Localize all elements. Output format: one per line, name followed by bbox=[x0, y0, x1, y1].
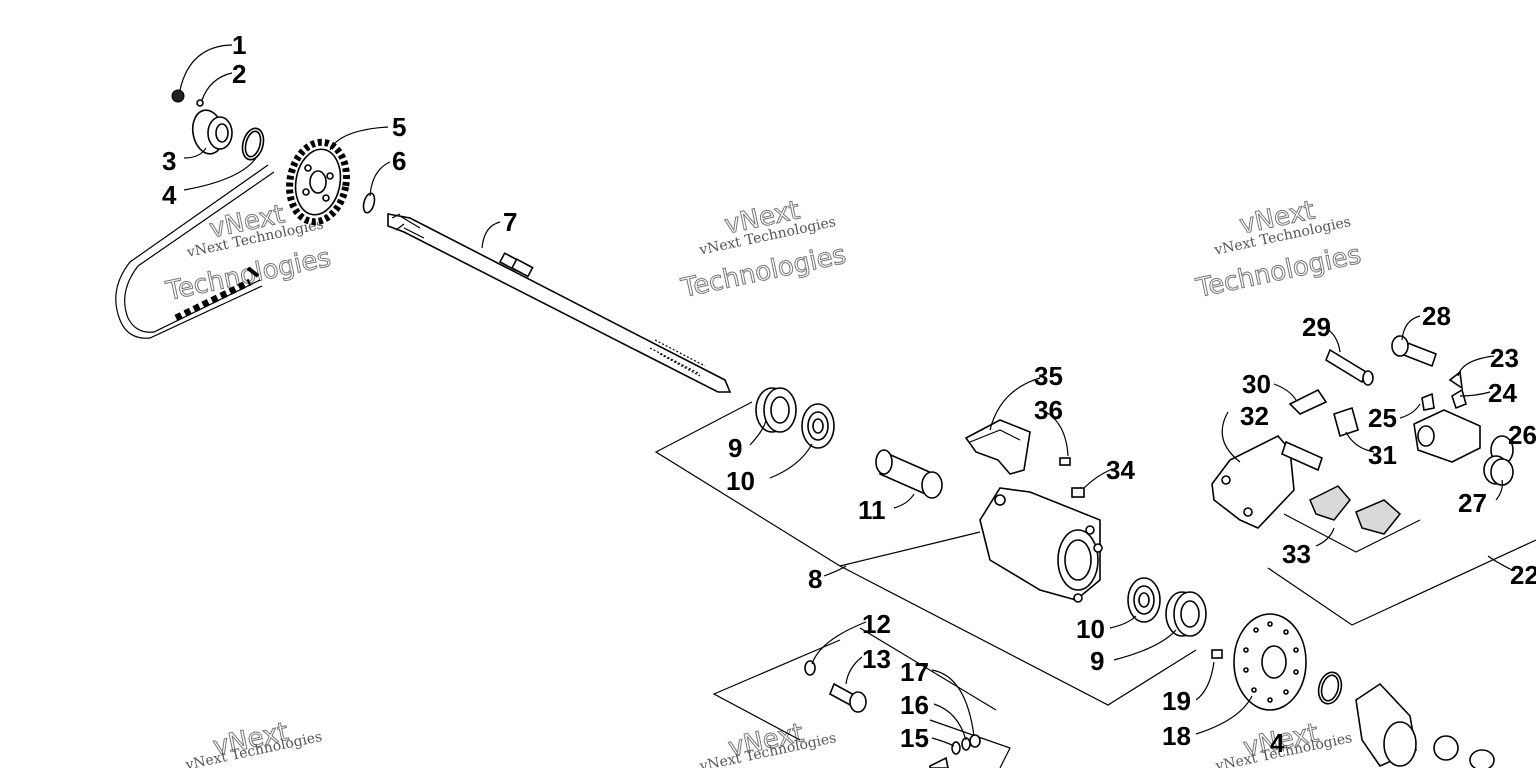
watermark-top-right: vNext vNext Technologies Technologies bbox=[1193, 195, 1365, 305]
part-26-27-piston bbox=[1483, 435, 1514, 486]
callout-34: 34 bbox=[1106, 455, 1135, 485]
part-5-sprocket bbox=[286, 138, 350, 226]
part-36-bolt bbox=[1059, 457, 1071, 466]
callout-24: 24 bbox=[1488, 378, 1517, 408]
part-31-clip bbox=[1333, 406, 1359, 438]
watermark-bottom-left: vNext vNext Technologies bbox=[183, 717, 323, 768]
callout-1: 1 bbox=[232, 30, 246, 60]
part-12-washer bbox=[804, 660, 816, 676]
callout-26: 26 bbox=[1508, 420, 1536, 450]
watermark-bottom-center: vNext vNext Technologies bbox=[697, 718, 837, 768]
callout-4: 4 bbox=[162, 180, 177, 210]
callout-19: 19 bbox=[1162, 686, 1191, 716]
part-10-bearing-lower bbox=[1127, 577, 1161, 623]
callout-29: 29 bbox=[1302, 312, 1331, 342]
callout-31: 31 bbox=[1368, 440, 1397, 470]
part-4-o-ring bbox=[241, 127, 265, 161]
part-6-snap-ring bbox=[362, 192, 376, 214]
callout-12: 12 bbox=[862, 609, 891, 639]
callout-labels: 1 2 3 4 5 6 7 8 9 10 11 10 9 12 13 17 16… bbox=[162, 30, 1536, 758]
callout-22: 22 bbox=[1510, 560, 1536, 590]
part-32-bracket bbox=[1211, 435, 1323, 529]
part-1-nut bbox=[171, 89, 185, 103]
part-2-washer bbox=[196, 99, 204, 107]
watermark-top-center: vNext vNext Technologies Technologies bbox=[678, 195, 850, 305]
callout-9-lower: 9 bbox=[1090, 646, 1104, 676]
part-7-rear-axle bbox=[387, 213, 732, 393]
part-30-clip bbox=[1288, 388, 1328, 415]
callout-18: 18 bbox=[1162, 721, 1191, 751]
callout-35: 35 bbox=[1034, 361, 1063, 391]
callout-4-lower: 4 bbox=[1270, 728, 1285, 758]
callout-25: 25 bbox=[1368, 403, 1397, 433]
part-19-screw bbox=[1211, 649, 1223, 659]
part-4-o-ring-lower bbox=[1317, 671, 1343, 705]
callout-36: 36 bbox=[1034, 395, 1063, 425]
part-29-pin bbox=[1325, 348, 1374, 386]
callout-2: 2 bbox=[232, 59, 246, 89]
part-34-bolt bbox=[1071, 487, 1085, 498]
leader-lines bbox=[179, 44, 1513, 747]
callout-13: 13 bbox=[862, 644, 891, 674]
callout-10-lower: 10 bbox=[1076, 614, 1105, 644]
callout-27: 27 bbox=[1458, 488, 1487, 518]
callout-33: 33 bbox=[1282, 539, 1311, 569]
part-3-hub-flange bbox=[191, 109, 233, 155]
part-13-bolt bbox=[828, 682, 867, 713]
axle-housing bbox=[979, 487, 1103, 603]
part-28-pin bbox=[1391, 335, 1437, 368]
callout-30: 30 bbox=[1242, 369, 1271, 399]
part-15-17-hardware bbox=[929, 734, 981, 768]
callout-3: 3 bbox=[162, 146, 176, 176]
hub-lower bbox=[1355, 682, 1495, 768]
callout-17: 17 bbox=[900, 657, 929, 687]
part-25-cap bbox=[1421, 392, 1435, 411]
callout-7: 7 bbox=[503, 207, 517, 237]
part-35-guard bbox=[964, 419, 1031, 475]
callout-15: 15 bbox=[900, 723, 929, 753]
part-33-brake-pads bbox=[1309, 485, 1402, 535]
callout-11: 11 bbox=[858, 495, 886, 525]
callout-23: 23 bbox=[1490, 343, 1519, 373]
part-9-seal-upper bbox=[755, 387, 797, 433]
part-22-caliper bbox=[1413, 409, 1481, 463]
part-9-seal-lower bbox=[1165, 591, 1207, 637]
part-23-fitting bbox=[1448, 370, 1464, 390]
callout-8: 8 bbox=[808, 564, 822, 594]
callout-28: 28 bbox=[1422, 301, 1451, 331]
part-10-bearing-upper bbox=[801, 403, 835, 449]
part-18-brake-disc bbox=[1233, 613, 1307, 711]
callout-16: 16 bbox=[900, 690, 929, 720]
part-24-bleeder bbox=[1451, 388, 1467, 410]
callout-9-upper: 9 bbox=[728, 433, 742, 463]
callout-10-upper: 10 bbox=[726, 466, 755, 496]
callout-32: 32 bbox=[1240, 401, 1269, 431]
callout-5: 5 bbox=[392, 112, 406, 142]
callout-6: 6 bbox=[392, 146, 406, 176]
drive-chain bbox=[115, 164, 275, 339]
part-11-spacer-sleeve bbox=[875, 449, 943, 499]
assembly-bracket-lines bbox=[654, 401, 1536, 768]
